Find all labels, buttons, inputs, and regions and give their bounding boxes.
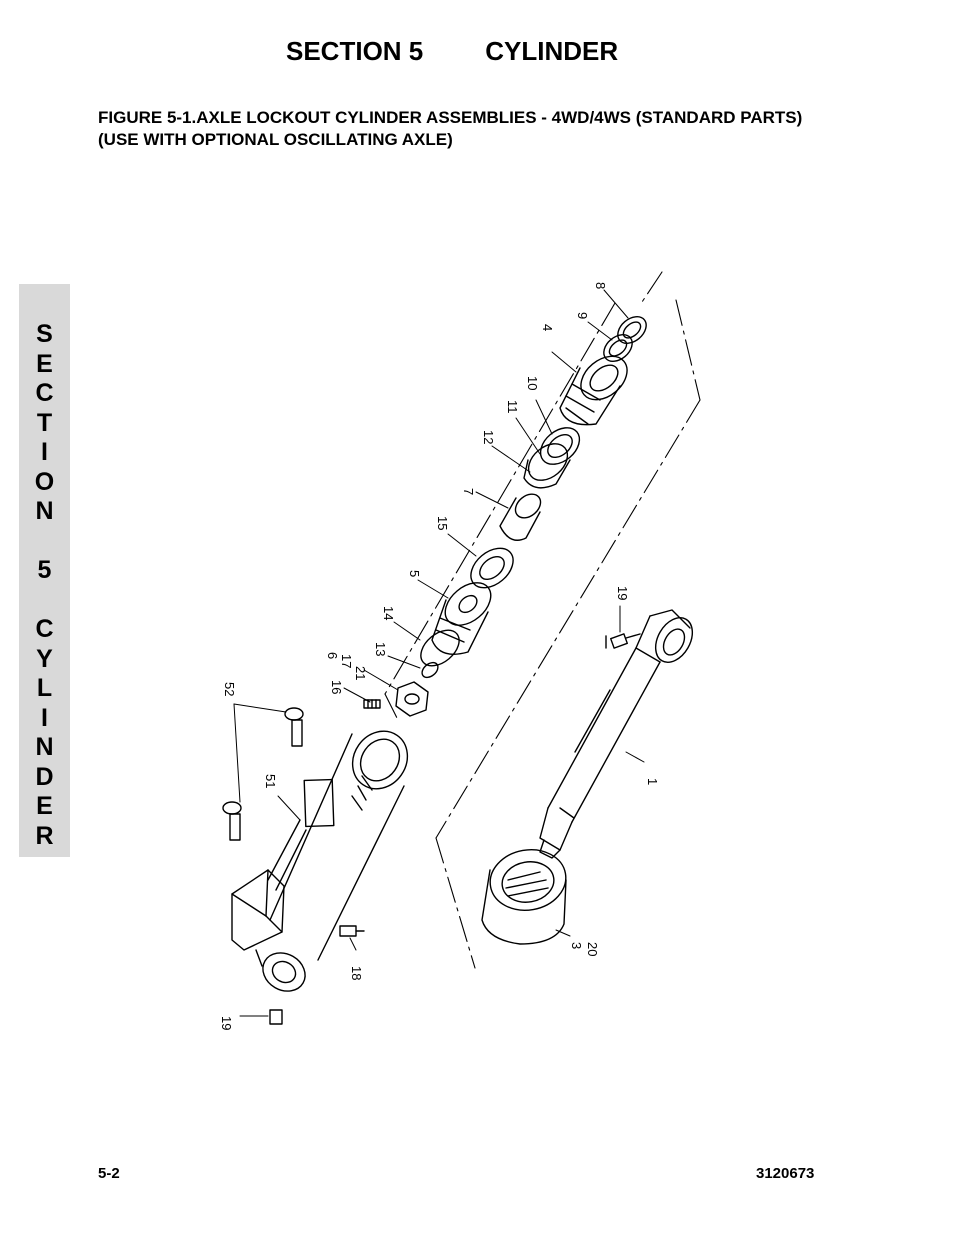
side-tab-letter: Y xyxy=(36,644,53,673)
side-tab-letter: O xyxy=(34,467,55,496)
side-tab-letter: I xyxy=(41,438,48,466)
cylinder-head xyxy=(481,849,567,945)
side-tab-letter: C xyxy=(35,379,54,407)
callout-12: 12 xyxy=(481,430,496,444)
callout-14: 14 xyxy=(381,606,396,620)
callout-13: 13 xyxy=(373,642,388,656)
seals-10-11-12 xyxy=(523,427,581,489)
side-tab-letter: 5 xyxy=(37,556,52,584)
callout-11: 11 xyxy=(505,400,520,414)
side-tab-letter: S xyxy=(36,320,53,348)
page-number: 5-2 xyxy=(98,1165,120,1182)
callout-19-lower: 19 xyxy=(219,1016,234,1030)
callout-18: 18 xyxy=(349,966,364,980)
callout-8: 8 xyxy=(593,282,608,289)
side-tab-letter: N xyxy=(35,733,54,761)
leader-lines xyxy=(233,289,645,1017)
side-tab-letter: E xyxy=(36,792,53,820)
side-tab-letter: E xyxy=(36,349,53,378)
callout-3: 3 xyxy=(569,942,584,949)
callout-9: 9 xyxy=(575,312,590,319)
callout-16: 16 xyxy=(329,680,344,694)
side-tab-letter: C xyxy=(35,615,54,643)
side-tab-letter: L xyxy=(36,674,53,702)
check-valves-52 xyxy=(222,707,304,841)
side-tab-letter: T xyxy=(36,408,53,437)
side-tab-letter: D xyxy=(35,762,54,791)
section-title: CYLINDER xyxy=(485,36,619,66)
section-header: SECTION 5 CYLINDER xyxy=(286,36,618,67)
side-tab-letter: I xyxy=(41,703,48,732)
fitting-18 xyxy=(339,925,365,937)
gland-4 xyxy=(559,355,628,426)
figure-title: FIGURE 5-1.AXLE LOCKOUT CYLINDER ASSEMBL… xyxy=(98,108,803,149)
callout-1: 1 xyxy=(645,778,660,785)
callout-4: 4 xyxy=(540,324,555,331)
callout-21: 21 xyxy=(353,666,368,680)
callout-19-top: 19 xyxy=(615,586,630,600)
subassembly-boundary xyxy=(384,271,701,969)
callout-15: 15 xyxy=(435,516,450,530)
callout-52: 52 xyxy=(222,682,237,696)
fitting-19-lower xyxy=(269,1009,283,1025)
callout-51: 51 xyxy=(263,774,278,788)
piston-5 xyxy=(431,582,492,655)
seals-8-9 xyxy=(603,316,647,362)
side-tab-letter: N xyxy=(35,497,54,525)
callout-5: 5 xyxy=(407,570,422,577)
callout-17: 17 xyxy=(339,654,354,668)
bushing-7 xyxy=(499,493,542,541)
section-number: SECTION 5 xyxy=(286,36,424,66)
callout-10: 10 xyxy=(525,376,540,390)
callout-6: 6 xyxy=(325,652,340,659)
piston-rod xyxy=(539,609,694,859)
callout-7: 7 xyxy=(461,488,476,495)
wear-ring-15 xyxy=(470,547,514,589)
locknut-6 xyxy=(395,681,429,717)
document-number: 3120673 xyxy=(756,1165,815,1182)
grease-fitting-top xyxy=(605,633,641,649)
seals-13-14 xyxy=(420,629,460,679)
callout-labels: 8 9 4 10 11 12 7 15 5 14 13 6 17 21 16 5… xyxy=(219,282,660,1030)
cylinder-barrel xyxy=(231,730,409,992)
setscrew-16 xyxy=(363,699,381,709)
side-tab-letter: R xyxy=(35,821,54,850)
callout-20: 20 xyxy=(585,942,600,956)
